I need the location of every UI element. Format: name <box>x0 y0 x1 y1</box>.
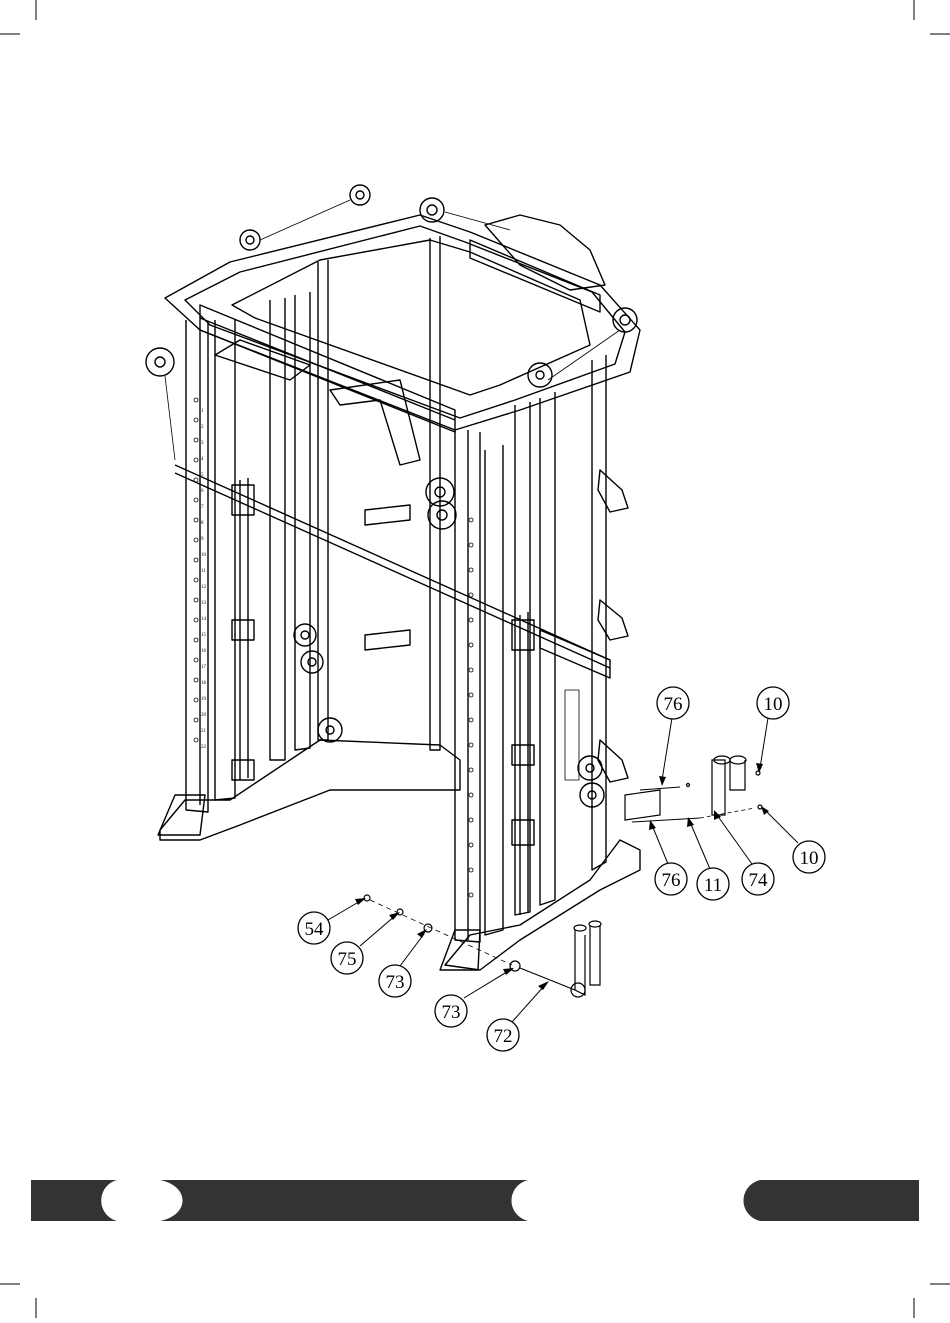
rack-number: 1 <box>201 409 204 414</box>
callout-label: 54 <box>305 919 325 940</box>
rack-number: 9 <box>201 537 204 542</box>
rack-number: 7 <box>201 505 204 510</box>
rack-number: 11 <box>201 569 206 574</box>
callout-76-bottom: 76 <box>649 820 687 895</box>
rack-number: 17 <box>201 665 207 670</box>
callout-75: 75 <box>331 912 400 974</box>
callout-76-top: 76 <box>657 687 689 786</box>
smith-machine-frame <box>146 185 640 970</box>
callout-label: 73 <box>386 972 405 993</box>
rack-number: 2 <box>201 425 204 430</box>
footer-band <box>31 1180 919 1221</box>
rack-number: 3 <box>201 441 204 446</box>
callout-label: 74 <box>749 870 769 891</box>
callout-11: 11 <box>687 817 729 900</box>
callout-label: 75 <box>338 949 357 970</box>
rack-number: 20 <box>201 713 207 718</box>
callout-54: 54 <box>298 898 366 944</box>
callout-label: 10 <box>800 848 819 869</box>
rack-number: 6 <box>201 489 204 494</box>
callout-73-right: 73 <box>435 968 514 1027</box>
callout-72: 72 <box>487 981 549 1051</box>
rack-number: 18 <box>201 681 207 686</box>
callout-label: 10 <box>764 694 783 715</box>
rack-number: 13 <box>201 601 207 606</box>
callout-label: 72 <box>494 1026 513 1047</box>
callout-label: 76 <box>664 694 683 715</box>
callout-73-left: 73 <box>379 929 427 997</box>
rack-number: 8 <box>201 521 204 526</box>
callout-label: 73 <box>442 1002 461 1023</box>
rack-number: 21 <box>201 729 207 734</box>
rack-number: 10 <box>201 553 207 558</box>
rack-number: 16 <box>201 649 207 654</box>
callout-10-top: 10 <box>756 687 789 773</box>
rack-number: 14 <box>201 617 207 622</box>
callout-10-bottom: 10 <box>761 806 825 873</box>
rack-number: 22 <box>201 745 207 750</box>
rack-number: 12 <box>201 585 207 590</box>
rack-number: 15 <box>201 633 207 638</box>
callout-label: 11 <box>704 875 722 896</box>
callout-label: 76 <box>662 870 681 891</box>
rack-number: 4 <box>201 457 204 462</box>
rack-number: 19 <box>201 697 207 702</box>
